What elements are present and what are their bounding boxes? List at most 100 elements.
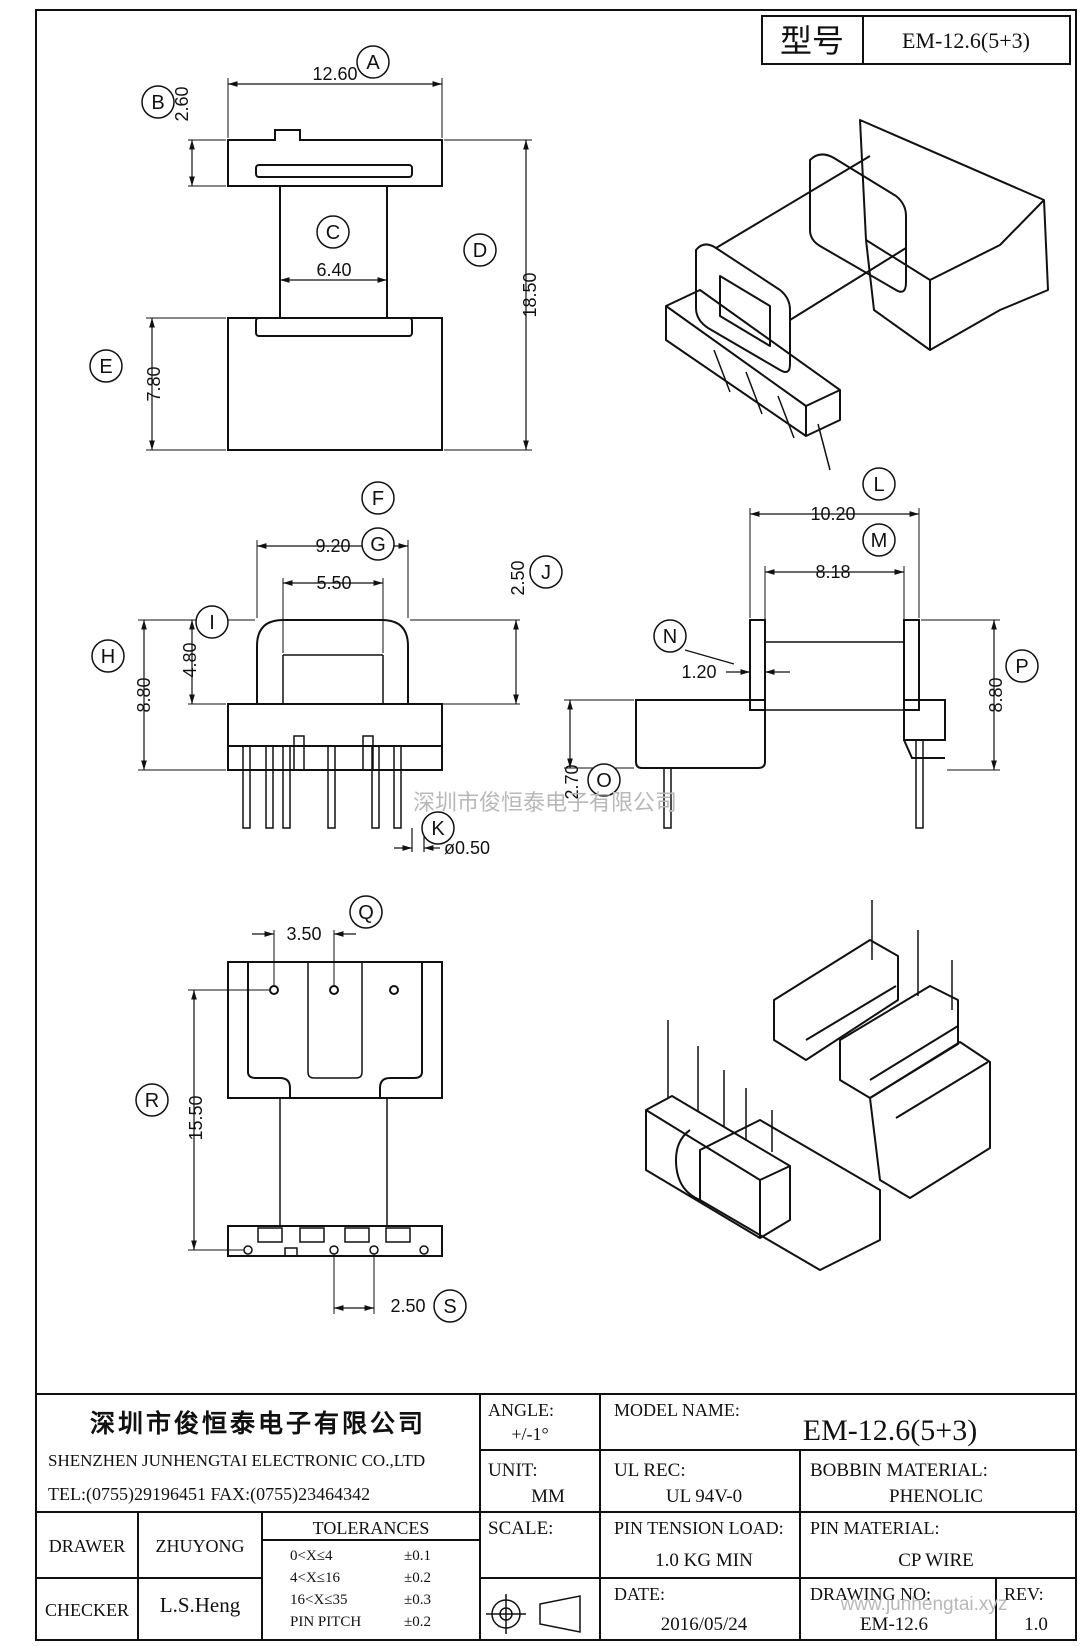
drawing-no-label: DRAWING NO: [810,1584,931,1604]
company-name-en: SHENZHEN JUNHENGTAI ELECTRONIC CO.,LTD [48,1451,425,1470]
dim-value-h: 8.80 [134,677,154,712]
dim-value-l: 10.20 [810,504,855,524]
watermark-center: 深圳市俊恒泰电子有限公司 [413,790,677,815]
dim-bubble-label: Q [358,902,374,924]
isometric-view-top [665,119,1049,471]
dim-bubble-label: M [871,530,888,552]
dim-bubble-l: L [862,467,896,501]
company-contact: TEL:(0755)29196451 FAX:(0755)23464342 [48,1484,370,1505]
dim-value-n: 1.20 [681,662,716,682]
date-value: 2016/05/24 [661,1614,748,1635]
angle-value: +/-1° [511,1424,548,1444]
date-label: DATE: [614,1584,665,1604]
dim-value-s: 2.50 [390,1296,425,1316]
dim-bubble-c: C [316,215,350,249]
bobbin-material-value: PHENOLIC [889,1486,983,1507]
drawer-value: ZHUYONG [156,1536,245,1556]
top-view [146,78,532,451]
dim-bubble-q: Q [349,895,383,929]
drawer-label: DRAWER [49,1536,126,1556]
dim-value-c: 6.40 [316,260,351,280]
tolerance-range: 16<X≤35 [290,1592,348,1608]
dim-value-r: 15.50 [186,1095,206,1140]
tolerance-value: ±0.2 [404,1614,431,1630]
dim-value-a: 12.60 [312,64,357,84]
checker-label: CHECKER [45,1600,129,1620]
dim-bubble-label: H [101,646,115,668]
tolerances-label: TOLERANCES [313,1518,430,1538]
title-block [36,1393,1076,1640]
dimension-bubbles: A B C D E F G H I J K L M N O P Q R S [89,45,1039,1323]
dim-bubble-label: B [151,92,164,114]
dim-value-d: 18.50 [520,272,540,317]
unit-value: MM [531,1486,565,1507]
dim-bubble-b: B [141,85,175,119]
bottom-view [188,930,443,1314]
unit-label: UNIT: [488,1460,538,1481]
dim-value-e: 7.80 [144,366,164,401]
rev-value: 1.0 [1024,1614,1048,1635]
tolerance-range: 0<X≤4 [290,1548,333,1564]
dim-bubble-label: G [370,534,386,556]
dim-value-p: 8.80 [986,677,1006,712]
dim-bubble-label: J [541,562,551,584]
dim-bubble-label: P [1015,656,1028,678]
pin-material-value: CP WIRE [898,1550,973,1571]
isometric-view-bottom [645,900,991,1271]
pin-tension-value: 1.0 KG MIN [655,1550,753,1571]
dim-value-m: 8.18 [815,562,850,582]
dim-bubble-label: L [873,474,884,496]
rev-label: REV: [1004,1584,1044,1604]
dim-value-f: 9.20 [315,536,350,556]
dim-bubble-o: O [587,763,621,797]
model-name-value: EM-12.6(5+3) [803,1414,977,1447]
dim-value-q: 3.50 [286,924,321,944]
dim-value-i: 4.80 [180,642,200,677]
dim-bubble-label: O [596,770,612,792]
dim-value-k: ø0.50 [444,838,490,858]
dim-bubble-label: C [326,222,340,244]
pin-tension-label: PIN TENSION LOAD: [614,1518,784,1538]
dim-bubble-label: R [145,1090,159,1112]
angle-label: ANGLE: [488,1400,554,1420]
dim-bubble-label: A [366,52,380,74]
model-header-box [761,15,1071,65]
model-name-label: MODEL NAME: [614,1400,740,1420]
ul-rec-label: UL REC: [614,1460,686,1481]
tolerance-value: ±0.1 [404,1548,431,1564]
dim-bubble-n: N [653,619,687,653]
dim-bubble-label: I [209,612,215,634]
dim-bubble-i: I [195,605,229,639]
dim-bubble-g: G [361,527,395,561]
dim-bubble-m: M [862,523,896,557]
model-header-label: 型号 [780,23,844,59]
drawing-no-value: EM-12.6 [860,1614,928,1635]
tolerance-range: PIN PITCH [290,1614,361,1630]
dim-bubble-label: D [473,240,487,262]
scale-label: SCALE: [488,1518,553,1539]
dim-bubble-k: K [421,811,455,845]
checker-value: L.S.Heng [160,1593,241,1617]
dim-bubble-p: P [1005,649,1039,683]
dim-bubble-j: J [529,555,563,589]
model-header-value: EM-12.6(5+3) [902,28,1030,53]
ul-rec-value: UL 94V-0 [666,1486,742,1507]
dim-bubble-h: H [91,639,125,673]
tolerance-value: ±0.3 [404,1592,431,1608]
dim-bubble-f: F [361,481,395,515]
dim-bubble-label: S [443,1296,456,1318]
dim-bubble-s: S [433,1289,467,1323]
sheet-border [35,9,1077,1641]
tolerance-range: 4<X≤16 [290,1570,341,1586]
side-view [564,508,1000,829]
dim-bubble-r: R [135,1083,169,1117]
dim-value-j: 2.50 [508,560,528,595]
dim-bubble-label: E [99,356,112,378]
dim-value-b: 2.60 [172,86,192,121]
dim-bubble-label: F [372,488,384,510]
watermark-url: www.junhengtai.xyz [840,1594,1008,1615]
dim-bubble-a: A [356,45,390,79]
pin-material-label: PIN MATERIAL: [810,1518,940,1538]
front-view [138,540,520,852]
